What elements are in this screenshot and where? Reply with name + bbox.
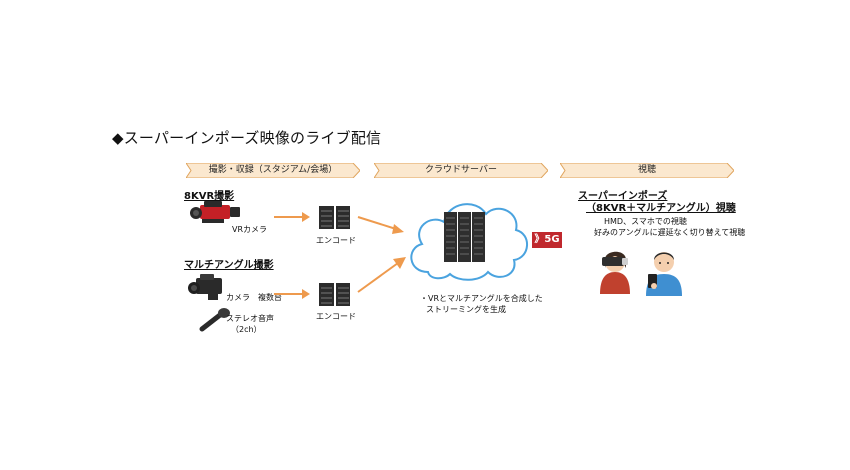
stage-arrow-shape: [374, 163, 548, 178]
vr-camera-icon: [190, 201, 240, 223]
viewing-heading-line2: （8KVR＋マルチアングル）視聴: [586, 203, 736, 214]
camera-count-label: カメラ 複数台: [226, 293, 282, 302]
microphone-icon: [199, 308, 230, 332]
audio-label-line2: （2ch）: [231, 325, 262, 334]
cloud-note-line2: ストリーミングを生成: [426, 305, 506, 314]
stage-capture-header: 撮影・収録（スタジアム/会場）: [186, 163, 360, 178]
viewing-heading-line1: スーパーインポーズ: [578, 191, 668, 202]
smartphone-viewer-person-icon: [646, 252, 682, 296]
arrow-encoder-bottom-to-cloud: [357, 257, 406, 293]
vr-camera-label: VRカメラ: [232, 225, 268, 234]
multi-angle-heading: マルチアングル撮影: [184, 260, 274, 271]
arrow-encoder-top-to-cloud: [357, 216, 404, 234]
stage-arrow-shape: [560, 163, 734, 178]
stage-capture-label: 撮影・収録（スタジアム/会場）: [208, 165, 338, 175]
arrow-to-encoder-top: [274, 212, 310, 222]
cloud-server-icon: [410, 203, 528, 281]
5g-badge: 》5G: [532, 232, 562, 248]
video-camera-icon: [188, 274, 222, 300]
arrow-to-encoder-bottom: [274, 289, 310, 299]
viewing-note-line1: HMD、スマホでの視聴: [604, 217, 687, 226]
vr-capture-heading: 8KVR撮影: [184, 191, 235, 202]
hmd-viewer-person-icon: [600, 251, 630, 294]
encoder-top-label: エンコード: [316, 236, 356, 245]
stage-viewing-header: 視聴: [560, 163, 734, 178]
page-title: ◆スーパーインポーズ映像のライブ配信: [112, 129, 382, 147]
encoder-bottom-label: エンコード: [316, 312, 356, 321]
encoder-bottom-icon: [319, 283, 350, 306]
cloud-note-line1: ・VRとマルチアングルを合成した: [420, 294, 543, 303]
stage-arrow-shape: [186, 163, 360, 178]
audio-label-line1: ステレオ音声: [226, 314, 274, 323]
stage-cloud-header: クラウドサーバー: [374, 163, 548, 178]
stage-cloud-label: クラウドサーバー: [425, 165, 497, 175]
viewing-note-line2: 好みのアングルに遅延なく切り替えて視聴: [594, 228, 746, 237]
stage-viewing-label: 視聴: [637, 165, 656, 175]
encoder-top-icon: [319, 206, 350, 229]
